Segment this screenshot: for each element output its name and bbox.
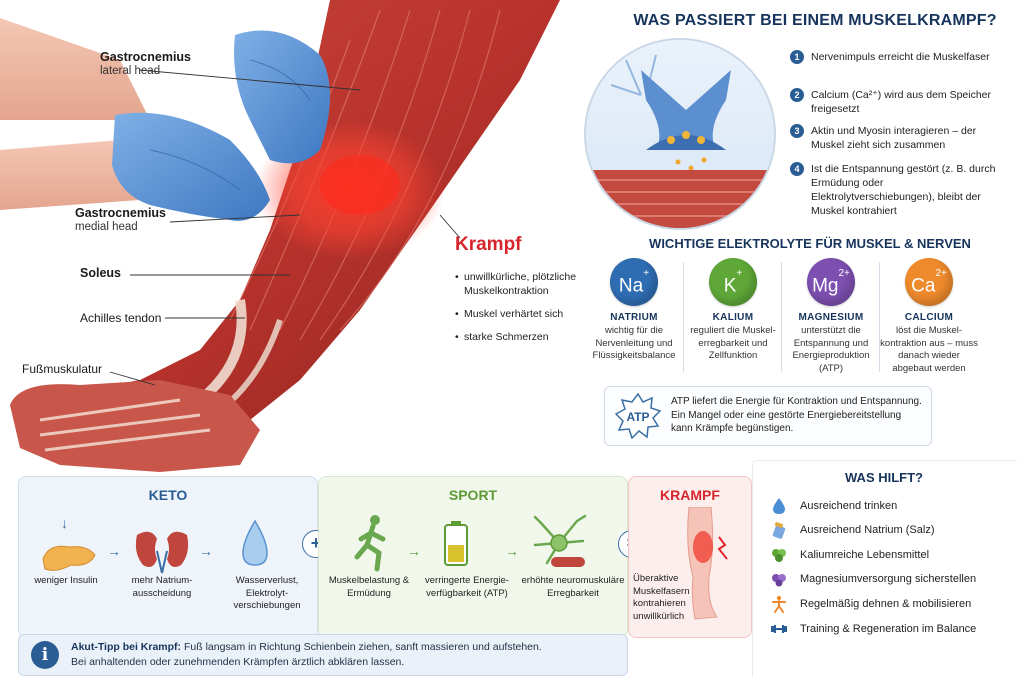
step-number: 1 — [790, 50, 804, 64]
panel-keto: KETO ↓ weniger Insulin → mehr Natrium-au… — [18, 476, 318, 638]
kalium-icon: K+ — [709, 258, 757, 306]
leg-muscle-illustration — [0, 0, 560, 472]
synapse-illustration — [584, 38, 776, 230]
help-item: Ausreichend Natrium (Salz) — [770, 521, 1015, 541]
electrolyte-magnesium: Mg2+ MAGNESIUM unterstützt die Entspannu… — [782, 258, 880, 375]
keto-step-2: mehr Natrium-ausscheidung — [131, 575, 193, 599]
keto-step-1: weniger Insulin — [34, 575, 98, 586]
krampf-panel-title: KRAMPF — [660, 487, 720, 503]
krampf-bullet: unwillkürliche, plötzliche Muskelkontrak… — [455, 270, 605, 298]
label-gastrocnemius-lateral: Gastrocnemius lateral head — [100, 50, 192, 77]
atp-info-box: ATP ATP liefert die Energie für Kontrakt… — [604, 386, 932, 446]
step-number: 2 — [790, 88, 804, 102]
step-text: Ist die Entspannung gestört (z. B. durch… — [811, 163, 996, 217]
label-fussmuskulatur: Fußmuskulatur — [22, 362, 103, 376]
keto-step-3: Wasserverlust, Elektrolyt-verschiebungen — [233, 575, 301, 611]
step-number: 4 — [790, 162, 804, 176]
electrolyte-kalium: K+ KALIUM reguliert die Muskel-erregbark… — [684, 258, 782, 363]
sport-step-1: Muskelbelastung & Ermüdung — [328, 575, 410, 599]
help-panel — [752, 460, 1017, 677]
calcium-icon: Ca2+ — [905, 258, 953, 306]
help-item: Training & Regeneration im Balance — [770, 620, 1015, 640]
electrolytes-title: WICHTIGE ELEKTROLYTE FÜR MUSKEL & NERVEN — [649, 236, 971, 251]
pancreas-icon — [42, 545, 96, 571]
magnesium-icon: Mg2+ — [807, 258, 855, 306]
divider — [879, 262, 880, 372]
label-achilles: Achilles tendon — [80, 311, 162, 325]
magnesium-icon — [772, 574, 786, 587]
sport-title: SPORT — [448, 487, 498, 503]
natrium-icon: Na+ — [610, 258, 658, 306]
mechanism-step: 4 Ist die Entspannung gestört (z. B. dur… — [790, 162, 1010, 218]
panel-sport: SPORT Muskelbelastung & Ermüdung → verri… — [318, 476, 628, 638]
help-item: Ausreichend trinken — [770, 497, 1015, 517]
stretching-icon — [772, 595, 786, 613]
water-drop-icon — [773, 498, 785, 514]
help-item: Kaliumreiche Lebensmittel — [770, 546, 1015, 566]
krampf-title: Krampf — [455, 234, 522, 255]
step-text: Nervenimpuls erreicht die Muskelfaser — [811, 51, 990, 63]
mechanism-step: 1 Nervenimpuls erreicht die Muskelfaser — [790, 50, 1010, 64]
label-soleus: Soleus — [80, 266, 121, 280]
acute-tip-box: i Akut-Tipp bei Krampf: Fuß langsam in R… — [18, 634, 628, 676]
atp-burst-icon: ATP — [615, 393, 661, 439]
electrolyte-calcium: Ca2+ CALCIUM löst die Muskel-kontraktion… — [880, 258, 978, 375]
main-title: WAS PASSIERT BEI EINEM MUSKELKRAMPF? — [633, 12, 997, 29]
divider — [781, 262, 782, 372]
water-drop-icon — [242, 519, 268, 566]
step-text: Calcium (Ca²⁺) wird aus dem Speicher fre… — [811, 89, 992, 115]
vegetables-icon — [772, 549, 786, 562]
krampf-bullet: Muskel verhärtet sich — [455, 307, 605, 321]
mechanism-step: 3 Aktin und Myosin interagieren – der Mu… — [790, 124, 1010, 152]
runner-icon — [354, 515, 386, 572]
arrow-right-icon: → — [407, 543, 421, 559]
help-title: WAS HILFT? — [845, 470, 923, 485]
arrow-right-icon: → — [505, 543, 519, 559]
kidneys-icon — [135, 531, 189, 574]
arrow-right-icon: → — [107, 543, 121, 559]
krampf-info: Krampf unwillkürliche, plötzliche Muskel… — [455, 234, 605, 353]
help-item: Regelmäßig dehnen & mobilisieren — [770, 595, 1015, 615]
keto-title: KETO — [148, 487, 188, 503]
dumbbell-icon — [771, 625, 787, 633]
salt-shaker-icon — [772, 522, 786, 539]
step-text: Aktin und Myosin interagieren – der Musk… — [811, 125, 977, 151]
arrow-down-icon: ↓ — [61, 515, 68, 531]
sport-step-2: verringerte Energie-verfügbarkeit (ATP) — [425, 575, 509, 599]
krampf-panel-text: Überaktive Muskelfasern kontrahieren unw… — [633, 573, 690, 622]
krampf-bullet: starke Schmerzen — [455, 330, 605, 344]
cramped-leg-icon — [687, 507, 728, 620]
label-gastrocnemius-medial: Gastrocnemius medial head — [75, 206, 167, 233]
atp-text: ATP liefert die Energie für Kontraktion … — [671, 396, 922, 434]
electrolyte-natrium: Na+ NATRIUM wichtig für die Nervenleitun… — [585, 258, 683, 363]
mechanism-step: 2 Calcium (Ca²⁺) wird aus dem Speicher f… — [790, 88, 1010, 116]
panel-krampf: KRAMPF Überaktive Muskelfasern kontrahie… — [628, 476, 752, 638]
neuron-icon — [533, 514, 587, 567]
arrow-right-icon: → — [199, 543, 213, 559]
step-number: 3 — [790, 124, 804, 138]
info-icon: i — [31, 641, 59, 669]
divider — [683, 262, 684, 372]
tip-line-1: Fuß langsam in Richtung Schienbein ziehe… — [183, 641, 542, 653]
help-item: Magnesiumversorgung sicherstellen — [770, 570, 1015, 590]
tip-heading: Akut-Tipp bei Krampf: — [71, 641, 182, 653]
tip-text: Akut-Tipp bei Krampf: Fuß langsam in Ric… — [71, 640, 621, 670]
tip-line-2: Bei anhaltenden oder zunehmenden Krämpfe… — [71, 656, 405, 668]
svg-text:ATP: ATP — [626, 410, 649, 424]
battery-low-icon — [444, 521, 468, 566]
sport-step-3: erhöhte neuromuskuläre Erregbarkeit — [521, 575, 625, 599]
